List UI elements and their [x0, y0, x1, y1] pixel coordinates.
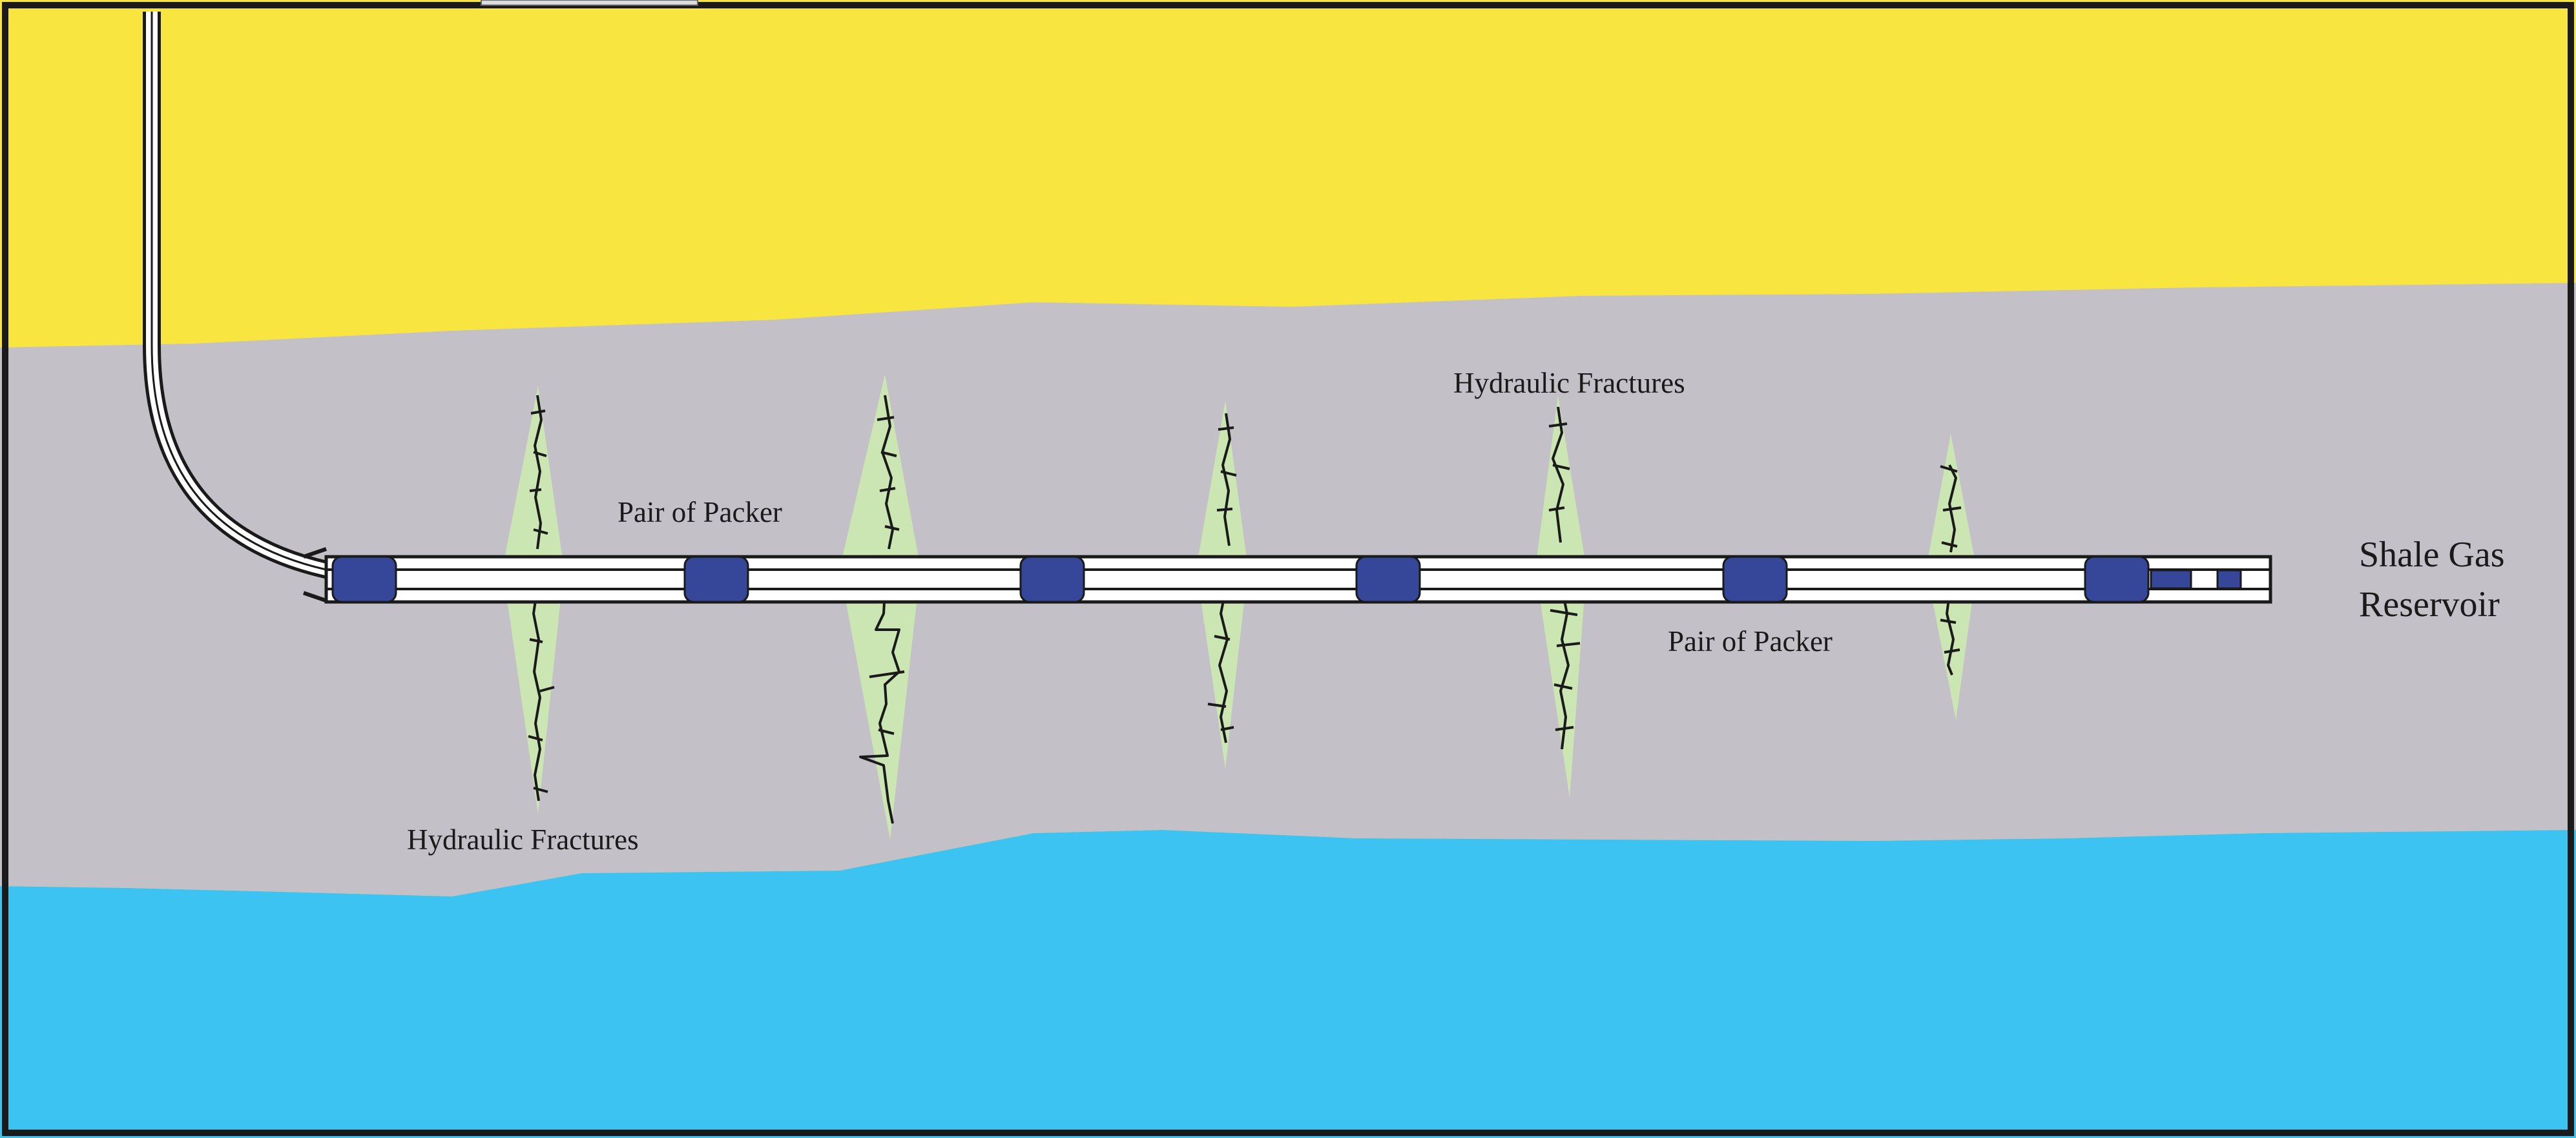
packer-5 — [1722, 555, 1788, 603]
top-tab — [481, 0, 698, 6]
horizontal-wellbore — [324, 555, 2272, 604]
packer-4 — [1355, 555, 1421, 603]
fracture-crack-4 — [1548, 406, 1581, 750]
packer-3 — [1019, 555, 1085, 603]
casing-shoe — [303, 547, 327, 603]
fracture-crack-5 — [1940, 464, 1962, 676]
label-hydraulic-fractures-top: Hydraulic Fractures — [1453, 367, 1685, 399]
packer-6 — [2084, 555, 2150, 603]
underlying-water-layer — [0, 830, 2576, 1138]
label-hydraulic-fractures-bottom: Hydraulic Fractures — [407, 823, 639, 856]
label-shale-gas: Shale Gas — [2359, 535, 2505, 575]
wellbore-vertical-core — [151, 12, 327, 571]
toe-plug-1 — [2150, 569, 2192, 590]
label-pair-of-packer-top: Pair of Packer — [618, 496, 782, 528]
toe-plug-2 — [2216, 569, 2242, 590]
fracture-crack-3 — [1207, 413, 1237, 743]
label-reservoir: Reservoir — [2359, 585, 2500, 625]
fracture-cracks — [528, 395, 1962, 824]
fracture-zone-2 — [840, 375, 920, 840]
packer-1 — [331, 555, 397, 603]
packer-2 — [683, 555, 749, 603]
label-pair-of-packer-bottom: Pair of Packer — [1668, 625, 1833, 657]
packers — [331, 555, 2242, 603]
fracture-crack-1 — [528, 395, 555, 802]
fracture-crack-2 — [859, 395, 905, 824]
